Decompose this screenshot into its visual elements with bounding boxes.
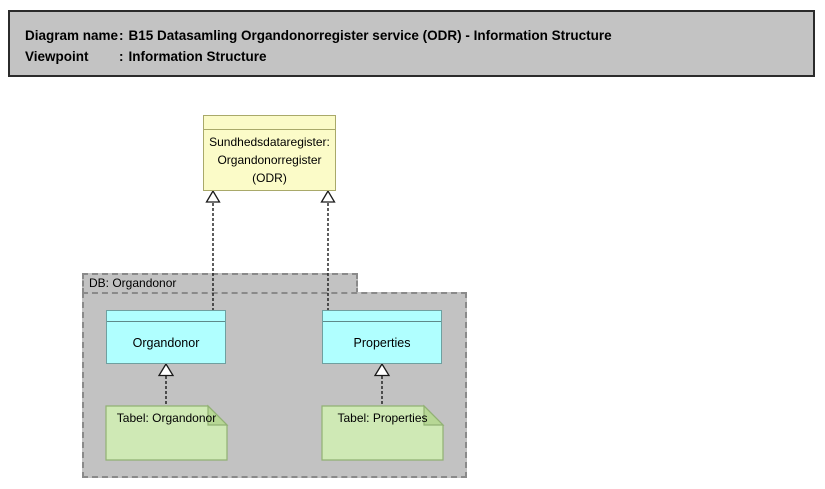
- metadata-row-diagram-name: Diagram name : B15 Datasamling Organdono…: [25, 25, 805, 46]
- group-db-organdonor-tab[interactable]: DB: Organdonor: [82, 273, 358, 294]
- table-note-label-properties: Tabel: Properties: [337, 411, 428, 425]
- hollow-triangle-arrowhead: [205, 189, 221, 203]
- metadata-row-viewpoint: Viewpoint : Information Structure: [25, 46, 805, 67]
- service-label-line: Organdonorregister: [217, 153, 322, 167]
- note-shape[interactable]: [105, 405, 228, 461]
- hollow-triangle-arrowhead: [157, 362, 175, 377]
- note-fold-corner: [423, 404, 445, 426]
- note-fold-corner: [207, 404, 229, 426]
- entity-label: Organdonor: [132, 335, 200, 350]
- hollow-triangle-arrowhead: [320, 189, 336, 203]
- realization-connector-properties-to-service: [320, 189, 336, 310]
- metadata-label: Viewpoint: [25, 49, 89, 64]
- entity-header-band: [107, 311, 225, 322]
- service-label: Sundhedsdataregister: Organdonorregister…: [204, 130, 335, 187]
- entity-organdonor[interactable]: Organdonor: [106, 310, 226, 364]
- realization-connector-organdonor-to-service: [205, 189, 221, 310]
- entity-label: Properties: [353, 335, 411, 350]
- realization-connector-tabel-to-properties: [373, 362, 391, 406]
- entity-header-band: [323, 311, 441, 322]
- service-label-line: Sundhedsdataregister:: [209, 135, 330, 149]
- table-note-organdonor[interactable]: [105, 404, 229, 461]
- entity-properties[interactable]: Properties: [322, 310, 442, 364]
- realization-connector-tabel-to-organdonor: [157, 362, 175, 406]
- group-label: DB: Organdonor: [89, 276, 177, 290]
- table-note-label-organdonor: Tabel: Organdonor: [116, 411, 217, 425]
- service-header-band: [204, 116, 335, 130]
- metadata-separator: :: [119, 28, 124, 43]
- metadata-value: B15 Datasamling Organdonorregister servi…: [128, 28, 612, 43]
- hollow-triangle-arrowhead: [373, 362, 391, 377]
- metadata-separator: :: [119, 49, 124, 64]
- metadata-label: Diagram name: [25, 28, 119, 43]
- service-box-odr[interactable]: Sundhedsdataregister: Organdonorregister…: [203, 115, 336, 191]
- note-shape[interactable]: [321, 405, 444, 461]
- metadata-value: Information Structure: [128, 49, 267, 64]
- diagram-metadata-panel: Diagram name : B15 Datasamling Organdono…: [8, 10, 815, 77]
- service-label-line: (ODR): [252, 171, 287, 185]
- table-note-properties[interactable]: [321, 404, 445, 461]
